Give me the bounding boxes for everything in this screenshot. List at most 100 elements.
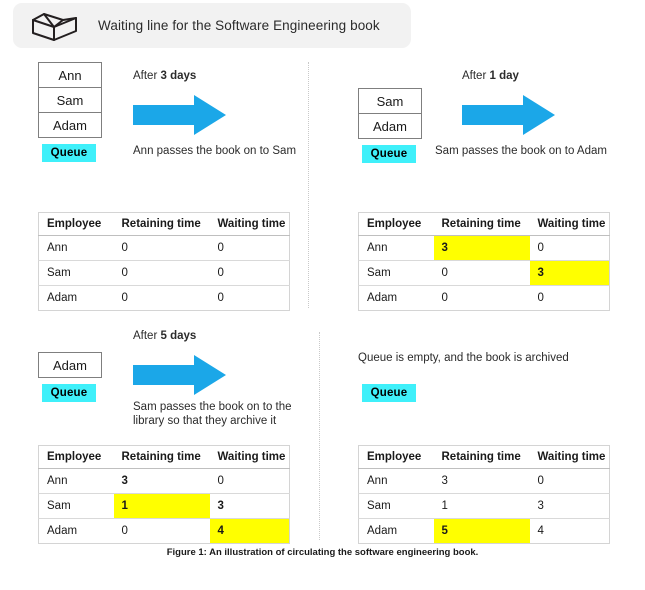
- times-table-2: Employee Retaining time Waiting time Ann…: [358, 212, 610, 311]
- cell-retaining: 0: [433, 260, 530, 286]
- cell-waiting: 3: [529, 493, 610, 519]
- queue-slot: Adam: [359, 114, 421, 139]
- step-duration-prefix: After: [133, 70, 161, 82]
- queue-box-2: Sam Adam: [358, 88, 422, 139]
- cell-waiting: 3: [209, 493, 290, 519]
- queue-box-3: Adam: [38, 352, 102, 378]
- cell-retaining: 3: [433, 235, 530, 261]
- header-banner: Waiting line for the Software Engineerin…: [13, 3, 411, 48]
- table-row: Ann 0 0: [38, 235, 290, 261]
- step-duration-prefix: After: [462, 70, 490, 82]
- column-header-employee: Employee: [358, 212, 434, 236]
- table-row: Sam 0 0: [38, 260, 290, 286]
- queue-label: Queue: [361, 384, 417, 402]
- queue-label-row: Queue: [38, 138, 100, 162]
- right-arrow-icon: [133, 355, 226, 395]
- cell-employee: Ann: [358, 235, 434, 261]
- column-header-waiting-time: Waiting time: [529, 445, 610, 469]
- table-header-row: Employee Retaining time Waiting time: [358, 212, 610, 236]
- cell-employee: Sam: [358, 260, 434, 286]
- column-header-employee: Employee: [38, 212, 114, 236]
- column-header-retaining-time: Retaining time: [113, 445, 210, 469]
- open-book-icon: [32, 12, 77, 41]
- right-arrow-icon: [462, 95, 555, 135]
- queue-slot: Sam: [359, 89, 421, 114]
- step-caption-1: Ann passes the book on to Sam: [133, 145, 297, 157]
- table-header-row: Employee Retaining time Waiting time: [358, 445, 610, 469]
- table-row: Ann 3 0: [38, 468, 290, 494]
- queue-slot: Adam: [39, 353, 101, 378]
- cell-waiting: 0: [209, 468, 290, 494]
- column-header-waiting-time: Waiting time: [209, 212, 290, 236]
- cell-waiting: 0: [209, 285, 290, 311]
- cell-employee: Ann: [358, 468, 434, 494]
- step-duration-3: After 5 days: [133, 330, 196, 342]
- cell-retaining: 1: [113, 493, 210, 519]
- table-row: Adam 0 0: [38, 285, 290, 311]
- queue-empty-note: Queue is empty, and the book is archived: [358, 352, 569, 364]
- step-duration-1: After 3 days: [133, 70, 196, 82]
- table-row: Adam 5 4: [358, 518, 610, 544]
- cell-retaining: 5: [433, 518, 530, 544]
- table-row: Ann 3 0: [358, 468, 610, 494]
- cell-retaining: 0: [113, 235, 210, 261]
- queue-slot: Sam: [39, 88, 101, 113]
- times-table-1: Employee Retaining time Waiting time Ann…: [38, 212, 290, 311]
- queue-label: Queue: [41, 384, 97, 402]
- table-header-row: Employee Retaining time Waiting time: [38, 212, 290, 236]
- cell-retaining: 0: [113, 518, 210, 544]
- cell-employee: Adam: [358, 285, 434, 311]
- queue-label: Queue: [361, 145, 417, 163]
- table-row: Sam 0 3: [358, 260, 610, 286]
- cell-retaining: 3: [113, 468, 210, 494]
- divider-vertical-top: [308, 62, 309, 308]
- cell-employee: Adam: [38, 285, 114, 311]
- table-row: Adam 0 4: [38, 518, 290, 544]
- step-duration-prefix: After: [133, 330, 161, 342]
- table-row: Sam 1 3: [358, 493, 610, 519]
- cell-retaining: 0: [113, 285, 210, 311]
- column-header-waiting-time: Waiting time: [209, 445, 290, 469]
- column-header-retaining-time: Retaining time: [433, 212, 530, 236]
- figure-caption: Figure 1: An illustration of circulating…: [166, 547, 479, 558]
- queue-slot: Adam: [39, 113, 101, 138]
- page-title: Waiting line for the Software Engineerin…: [98, 18, 380, 33]
- cell-waiting: 0: [209, 235, 290, 261]
- cell-retaining: 1: [433, 493, 530, 519]
- table-row: Sam 1 3: [38, 493, 290, 519]
- step-duration-value: 5 days: [160, 330, 197, 342]
- step-duration-value: 3 days: [160, 70, 197, 82]
- cell-retaining: 0: [433, 285, 530, 311]
- queue-stack-1: Ann Sam Adam Queue: [38, 62, 102, 162]
- cell-employee: Sam: [38, 260, 114, 286]
- table-row: Ann 3 0: [358, 235, 610, 261]
- cell-employee: Ann: [38, 468, 114, 494]
- queue-label-row: Queue: [358, 378, 420, 402]
- table-header-row: Employee Retaining time Waiting time: [38, 445, 290, 469]
- cell-employee: Adam: [358, 518, 434, 544]
- cell-waiting: 0: [529, 285, 610, 311]
- column-header-retaining-time: Retaining time: [433, 445, 530, 469]
- column-header-employee: Employee: [358, 445, 434, 469]
- queue-box-1: Ann Sam Adam: [38, 62, 102, 138]
- cell-employee: Adam: [38, 518, 114, 544]
- cell-retaining: 0: [113, 260, 210, 286]
- right-arrow-icon: [133, 95, 226, 135]
- times-table-4: Employee Retaining time Waiting time Ann…: [358, 445, 610, 544]
- divider-vertical-bottom: [319, 332, 320, 540]
- times-table-3: Employee Retaining time Waiting time Ann…: [38, 445, 290, 544]
- queue-stack-3: Adam Queue: [38, 352, 102, 402]
- cell-waiting: 0: [209, 260, 290, 286]
- cell-retaining: 3: [433, 468, 530, 494]
- column-header-waiting-time: Waiting time: [529, 212, 610, 236]
- step-duration-value: 1 day: [489, 70, 519, 82]
- cell-employee: Ann: [38, 235, 114, 261]
- queue-slot: Ann: [39, 63, 101, 88]
- step-caption-2: Sam passes the book on to Adam: [435, 145, 607, 157]
- cell-waiting: 4: [529, 518, 610, 544]
- queue-label-row: Queue: [38, 378, 100, 402]
- step-duration-2: After 1 day: [462, 70, 519, 82]
- cell-waiting: 0: [529, 235, 610, 261]
- cell-waiting: 0: [529, 468, 610, 494]
- queue-stack-2: Sam Adam Queue: [358, 88, 422, 163]
